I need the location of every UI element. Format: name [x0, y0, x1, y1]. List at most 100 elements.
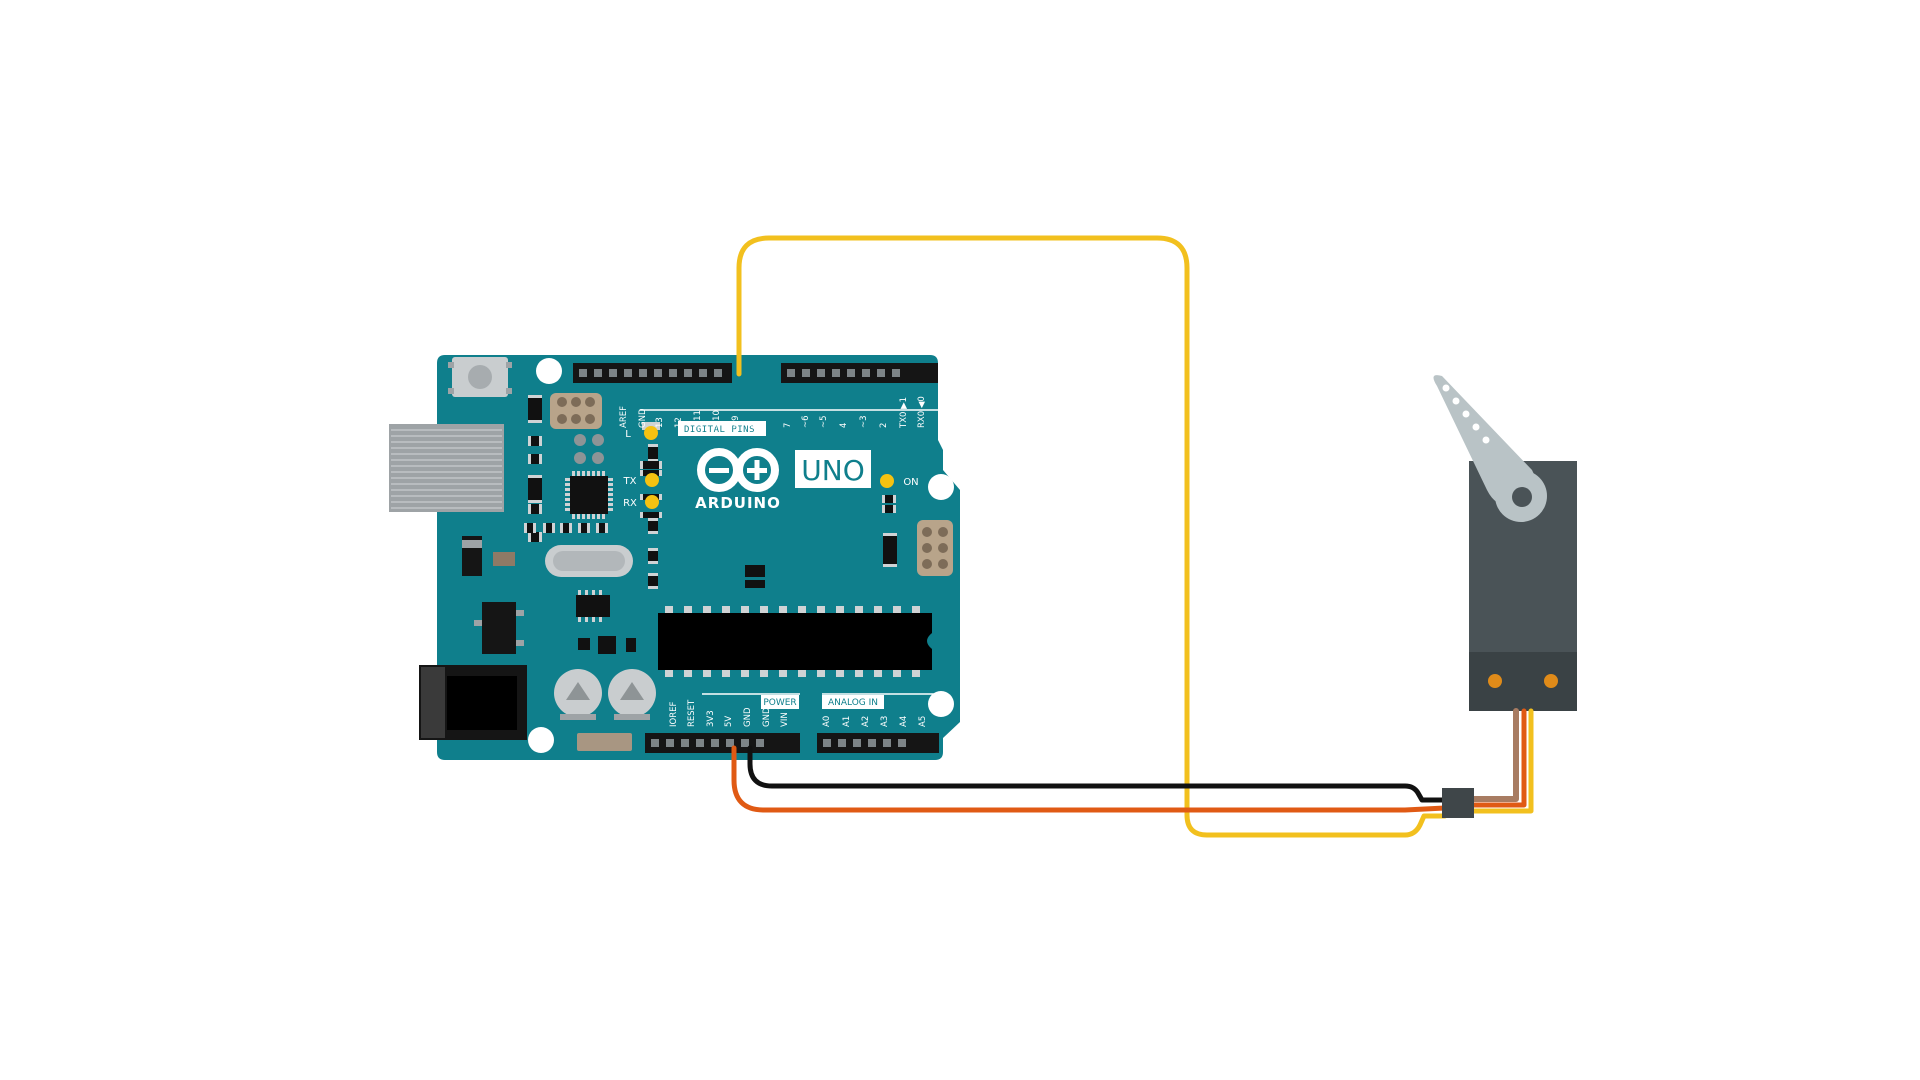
- pin-label: GND: [743, 707, 753, 727]
- pin-label: ~5: [819, 415, 829, 428]
- smd-passive: [882, 505, 896, 513]
- header-pin: [868, 739, 876, 747]
- pin-label: 2: [879, 423, 889, 428]
- mounting-hole: [928, 474, 954, 500]
- digital-pin-header: [573, 363, 938, 383]
- header-pin: [832, 369, 840, 377]
- pin-label: 12: [674, 417, 684, 428]
- arduino-uno-board: L TX RX ON ARDUINO UNO: [389, 355, 960, 760]
- power-jack: [419, 665, 527, 740]
- smd-transistor: [578, 565, 765, 654]
- capacitor: [554, 669, 602, 720]
- pin-label: A0: [822, 716, 832, 727]
- pin-label: A4: [899, 716, 909, 727]
- smd-passive: [528, 454, 542, 464]
- smd-passive: [648, 518, 658, 534]
- smd-passive: [528, 395, 542, 423]
- header-pin: [711, 739, 719, 747]
- header-pin: [609, 369, 617, 377]
- header-pin: [726, 739, 734, 747]
- led-l-label: L: [625, 429, 631, 440]
- pin-label: A1: [842, 716, 852, 727]
- mounting-hole: [928, 691, 954, 717]
- pin-label: A2: [861, 716, 871, 727]
- pin-label: RX0 ◀0: [917, 396, 927, 428]
- header-pin: [847, 369, 855, 377]
- header-pin: [741, 739, 749, 747]
- reset-button: [448, 357, 512, 397]
- header-pin: [684, 369, 692, 377]
- servo-lead-power: [1463, 708, 1527, 808]
- servo-lead-ground: [1463, 708, 1519, 802]
- header-pin: [756, 739, 764, 747]
- servo-motor: [1433, 375, 1577, 711]
- pin-label: 8: [750, 423, 760, 428]
- capacitor: [608, 669, 656, 720]
- wires: [731, 235, 1534, 838]
- smd-passive: [543, 523, 555, 533]
- header-pin: [838, 739, 846, 747]
- fuse: [577, 733, 632, 751]
- header-pin: [666, 739, 674, 747]
- smd-passive: [640, 461, 662, 469]
- pin-label: A5: [918, 716, 928, 727]
- smd-passive: [578, 523, 590, 533]
- pin-label: TX0 ▶1: [899, 397, 909, 429]
- servo-screw: [1488, 674, 1502, 688]
- header-pin: [654, 369, 662, 377]
- smd-passive: [640, 470, 662, 476]
- smd-passive: [640, 512, 662, 518]
- pin-label: ~3: [859, 415, 869, 428]
- header-pin: [681, 739, 689, 747]
- usb-connector: [389, 424, 504, 512]
- pin-label: 13: [655, 417, 665, 428]
- smd-passive: [528, 436, 542, 446]
- pin-label: AREF: [619, 406, 629, 428]
- smd-components: [524, 395, 897, 589]
- smd-passive: [648, 573, 658, 589]
- header-pin: [669, 369, 677, 377]
- header-pin: [594, 369, 602, 377]
- digital-pins-label: DIGITAL PINS: [684, 425, 755, 435]
- smd-passive: [528, 532, 542, 542]
- led-rx: RX: [623, 495, 659, 509]
- led-l: L: [625, 422, 660, 440]
- smd-passive: [883, 533, 897, 567]
- wire-signal-pin9: [736, 235, 1448, 838]
- wire-ground-gnd: [747, 745, 1448, 803]
- smd-passive: [524, 523, 536, 533]
- smd-passive: [528, 504, 542, 514]
- header-pin: [892, 369, 900, 377]
- arduino-logo: ARDUINO: [695, 448, 781, 512]
- header-pin: [877, 369, 885, 377]
- pin-label: RESET: [687, 699, 697, 727]
- header-pin: [787, 369, 795, 377]
- usb-chip: [565, 471, 613, 519]
- pin-label: ~10: [712, 410, 722, 428]
- pin-label: ~6: [801, 415, 811, 428]
- icsp-header-top: [550, 393, 602, 429]
- model-label: UNO: [801, 454, 864, 487]
- servo-bottom-tab: [1469, 652, 1577, 711]
- pin-label: ~11: [693, 410, 703, 428]
- smd-passive: [648, 444, 658, 462]
- crystal-oscillator: [545, 545, 633, 577]
- uno-badge: UNO: [795, 450, 871, 488]
- pin-label: 4: [839, 423, 849, 428]
- pin-label: GND: [762, 707, 772, 727]
- smd-part: [493, 552, 515, 566]
- brand-label: ARDUINO: [695, 494, 781, 512]
- header-pin: [639, 369, 647, 377]
- test-pads: [574, 434, 604, 464]
- analog-in-label: ANALOG IN: [828, 698, 878, 708]
- smd-passive: [648, 548, 658, 564]
- power-pin-header: [645, 733, 800, 753]
- header-pin: [699, 369, 707, 377]
- analog-pin-header: [817, 733, 939, 753]
- led-on-label: ON: [903, 477, 918, 488]
- servo-screw: [1544, 674, 1558, 688]
- smd-passive: [560, 523, 572, 533]
